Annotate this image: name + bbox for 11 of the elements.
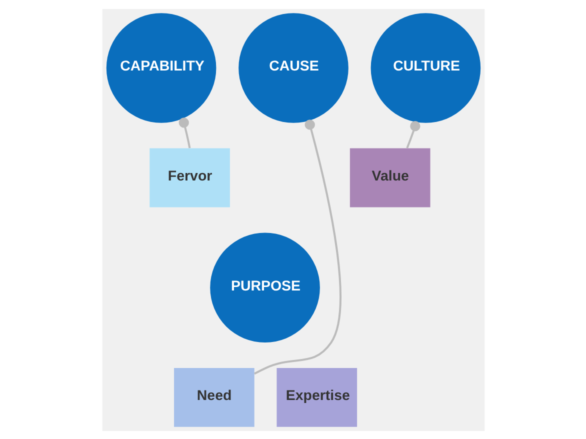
node-box: Need (174, 367, 254, 426)
node-box: Fervor (149, 148, 230, 207)
connector (253, 119, 341, 374)
connector (406, 120, 420, 148)
node-box: Expertise (276, 367, 357, 426)
connector (178, 117, 190, 148)
node-circle: CULTURE (370, 12, 480, 122)
node-box: Value (349, 148, 430, 207)
node-circle: CAPABILITY (106, 12, 216, 122)
node-circle: CAUSE (238, 12, 348, 122)
node-circle: PURPOSE (210, 232, 320, 342)
